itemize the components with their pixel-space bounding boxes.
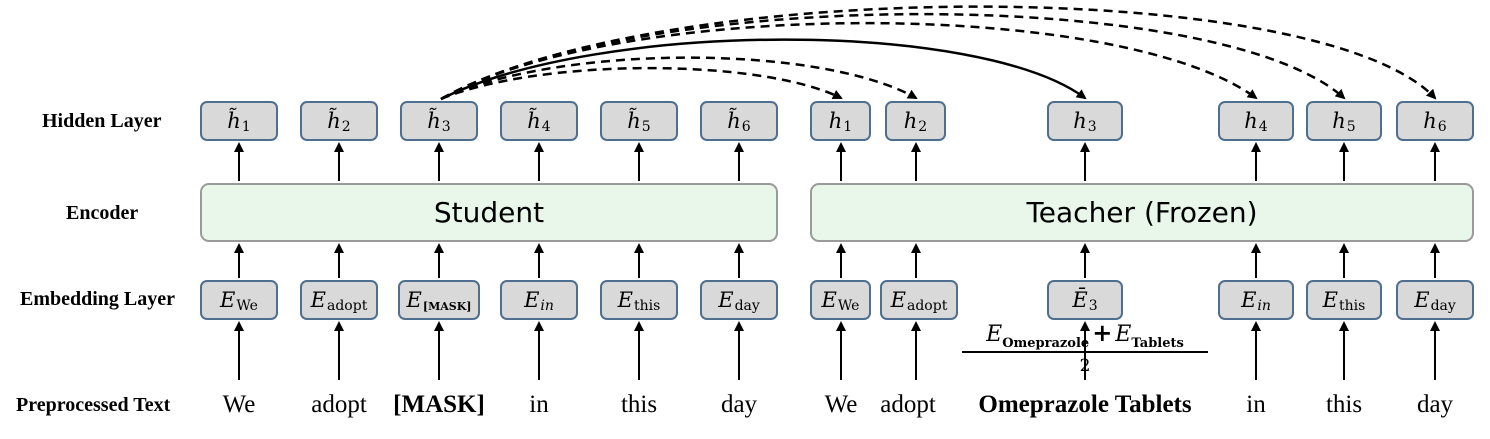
encoder-label: Encoder <box>66 202 139 224</box>
teacher-token-6: day <box>1416 391 1454 418</box>
average-embedding-formula: EOmeprazole+ETablets 2 <box>962 318 1208 376</box>
student-hidden-3: h̃3 <box>400 101 478 141</box>
student-encoder: Student <box>200 183 778 242</box>
teacher-token-5: this <box>1325 391 1363 418</box>
student-hidden-2: h̃2 <box>300 101 378 141</box>
formula-denominator: 2 <box>1079 356 1091 376</box>
teacher-encoder: Teacher (Frozen) <box>810 183 1474 242</box>
hidden-layer-label: Hidden Layer <box>42 110 162 132</box>
student-hidden-6: h̃6 <box>700 101 778 141</box>
embedding-layer-label: Embedding Layer <box>20 288 176 310</box>
teacher-token-2: adopt <box>880 391 936 418</box>
distill-arc-h2 <box>440 56 918 101</box>
student-hidden-1: h̃1 <box>200 101 278 141</box>
student-hidden-5: h̃5 <box>600 101 678 141</box>
distill-arc-h3 <box>440 38 1087 101</box>
distill-arc-h6 <box>440 5 1437 101</box>
student-token-3: [MASK] <box>393 391 485 418</box>
student-hidden-4: h̃4 <box>500 101 578 141</box>
teacher-token-4: in <box>1246 391 1266 418</box>
student-embedding-3: E[MASK] <box>398 280 480 320</box>
student-token-2: adopt <box>311 391 367 418</box>
preprocessed-text-label: Preprocessed Text <box>16 394 171 416</box>
student-token-4: in <box>529 391 549 418</box>
student-token-5: this <box>620 391 658 418</box>
fraction-bar <box>962 351 1208 353</box>
student-token-6: day <box>720 391 758 418</box>
distill-arc-h1 <box>440 66 843 101</box>
teacher-token-3: Omeprazole Tablets <box>978 391 1192 418</box>
teacher-token-1: We <box>824 391 858 418</box>
formula-numerator: EOmeprazole+ETablets <box>986 318 1184 351</box>
student-token-1: We <box>222 391 256 418</box>
